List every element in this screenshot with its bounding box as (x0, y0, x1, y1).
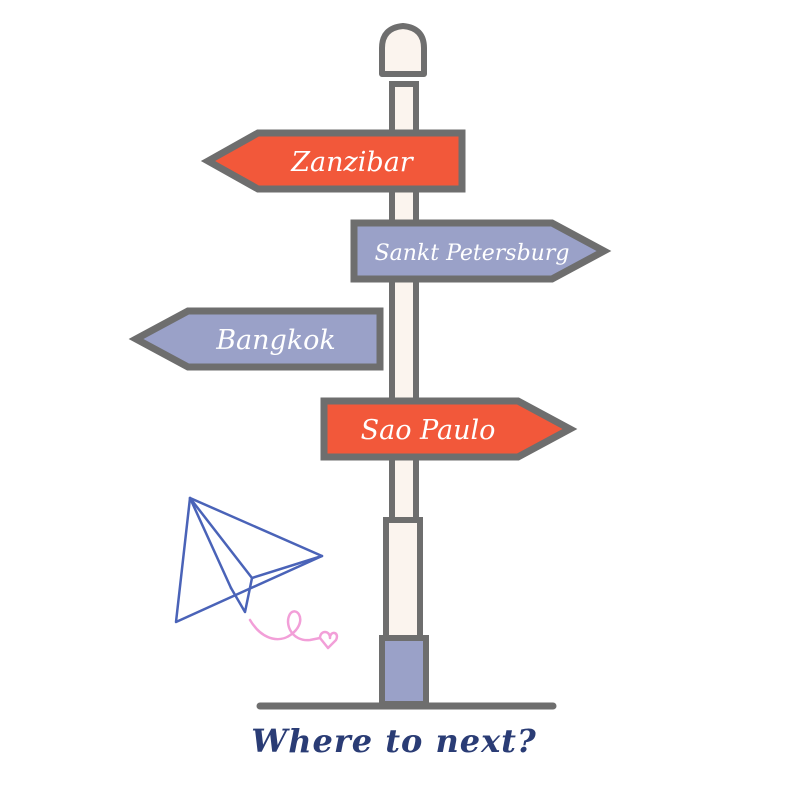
pole-lower (383, 517, 423, 641)
sign-board (350, 219, 612, 283)
pole-cap (379, 23, 427, 77)
pole-base (379, 635, 429, 707)
sign-sao-paulo: Sao Paulo (320, 397, 578, 461)
sign-board (320, 397, 578, 461)
paper-plane-icon (174, 496, 324, 624)
sign-label: Sankt Petersburg (375, 241, 570, 266)
sign-label: Bangkok (215, 325, 336, 356)
sign-label: Zanzibar (290, 147, 414, 178)
heart-trail-icon (248, 610, 339, 650)
sign-label: Sao Paulo (361, 415, 496, 446)
sign-board (200, 129, 466, 193)
sign-bangkok: Bangkok (128, 307, 384, 371)
sign-board (128, 307, 384, 371)
sign-sankt-petersburg: Sankt Petersburg (350, 219, 612, 283)
sign-zanzibar: Zanzibar (200, 129, 466, 193)
caption-where-to-next: Where to next? (251, 722, 537, 760)
